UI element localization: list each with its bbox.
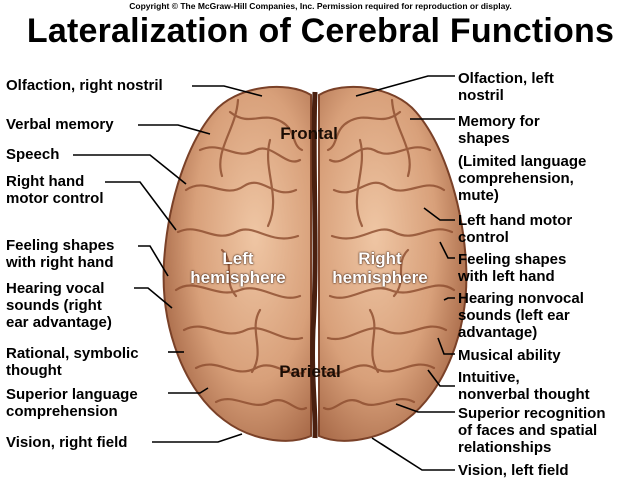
right-hemisphere-label: Right hemisphere [320,249,440,287]
callout-rational-symbolic-thought: Rational, symbolic thought [6,345,139,379]
left-leader-lines [73,85,263,443]
callout-line: motor control [6,190,104,207]
callout-line: Hearing vocal [6,280,105,297]
callout-line: Olfaction, left [458,70,554,87]
sulci-texture [174,98,456,411]
callout-line: Feeling shapes [6,237,115,254]
callout-line: Superior recognition [458,405,606,422]
callout-vision-left-field: Vision, left field [458,462,569,479]
callout-line: comprehension [6,403,118,420]
callout-line: mute) [458,187,499,204]
callout-limited-language-comprehension: (Limited language comprehension, mute) [458,153,586,204]
right-hemisphere-label-line-1: Right [358,249,402,268]
callout-line: Vision, left field [458,462,569,479]
callout-intuitive-nonverbal-thought: Intuitive, nonverbal thought [458,369,590,403]
callout-line: comprehension, [458,170,574,187]
callout-line: Speech [6,146,60,163]
callout-line: with left hand [458,268,555,285]
right-hemisphere-shape [318,85,468,442]
callout-left-hand-motor-control: Left hand motor control [458,212,572,246]
left-hemisphere-shape [162,85,312,442]
callout-line: thought [6,362,62,379]
figure-title: Lateralization of Cerebral Functions [26,12,615,50]
callout-superior-recognition-faces: Superior recognition of faces and spatia… [458,405,606,456]
callout-right-hand-motor-control: Right hand motor control [6,173,104,207]
callout-line: relationships [458,439,552,456]
callout-line: control [458,229,509,246]
callout-line: Rational, symbolic [6,345,139,362]
callout-line: Superior language [6,386,138,403]
left-hemisphere-label-line-2: hemisphere [190,268,286,287]
callout-verbal-memory: Verbal memory [6,116,114,133]
left-hemisphere-label: Left hemisphere [178,249,298,287]
left-hemisphere-label-line-1: Left [222,249,254,268]
callout-line: Vision, right field [6,434,128,451]
callout-line: Intuitive, [458,369,520,386]
callout-memory-for-shapes: Memory for shapes [458,113,540,147]
callout-musical-ability: Musical ability [458,347,561,364]
callout-olfaction-right-nostril: Olfaction, right nostril [6,77,163,94]
callout-line: Verbal memory [6,116,114,133]
callout-line: (Limited language [458,153,587,170]
parietal-label: Parietal [279,362,341,381]
right-hemisphere-label-line-2: hemisphere [332,268,428,287]
callout-line: Feeling shapes [458,251,567,268]
frontal-label: Frontal [280,124,338,143]
callout-line: of faces and spatial [458,422,598,439]
callout-line: Hearing nonvocal [458,290,584,307]
callout-line: with right hand [6,254,114,271]
callout-hearing-vocal-sounds: Hearing vocal sounds (right ear advantag… [6,280,112,331]
callout-line: sounds (right [6,297,102,314]
callout-line: nostril [458,87,504,104]
callout-line: Musical ability [458,347,561,364]
callout-feeling-shapes-right-hand: Feeling shapes with right hand [6,237,114,271]
callout-line: Left hand motor [458,212,573,229]
callout-line: Olfaction, right nostril [6,77,163,94]
callout-vision-right-field: Vision, right field [6,434,127,451]
callout-line: sounds (left ear [458,307,570,324]
callout-line: Right hand [6,173,85,190]
callout-hearing-nonvocal-sounds: Hearing nonvocal sounds (left ear advant… [458,290,584,341]
copyright-notice: Copyright © The McGraw-Hill Companies, I… [129,1,512,11]
callout-line: shapes [458,130,510,147]
callout-line: ear advantage) [6,314,112,331]
callout-olfaction-left-nostril: Olfaction, left nostril [458,70,554,104]
callout-speech: Speech [6,146,59,163]
right-leader-lines [355,75,455,471]
callout-line: advantage) [458,324,538,341]
longitudinal-fissure [310,91,318,439]
callout-feeling-shapes-left-hand: Feeling shapes with left hand [458,251,566,285]
callout-superior-language-comprehension: Superior language comprehension [6,386,138,420]
callout-line: nonverbal thought [458,386,590,403]
callout-line: Memory for [458,113,540,130]
